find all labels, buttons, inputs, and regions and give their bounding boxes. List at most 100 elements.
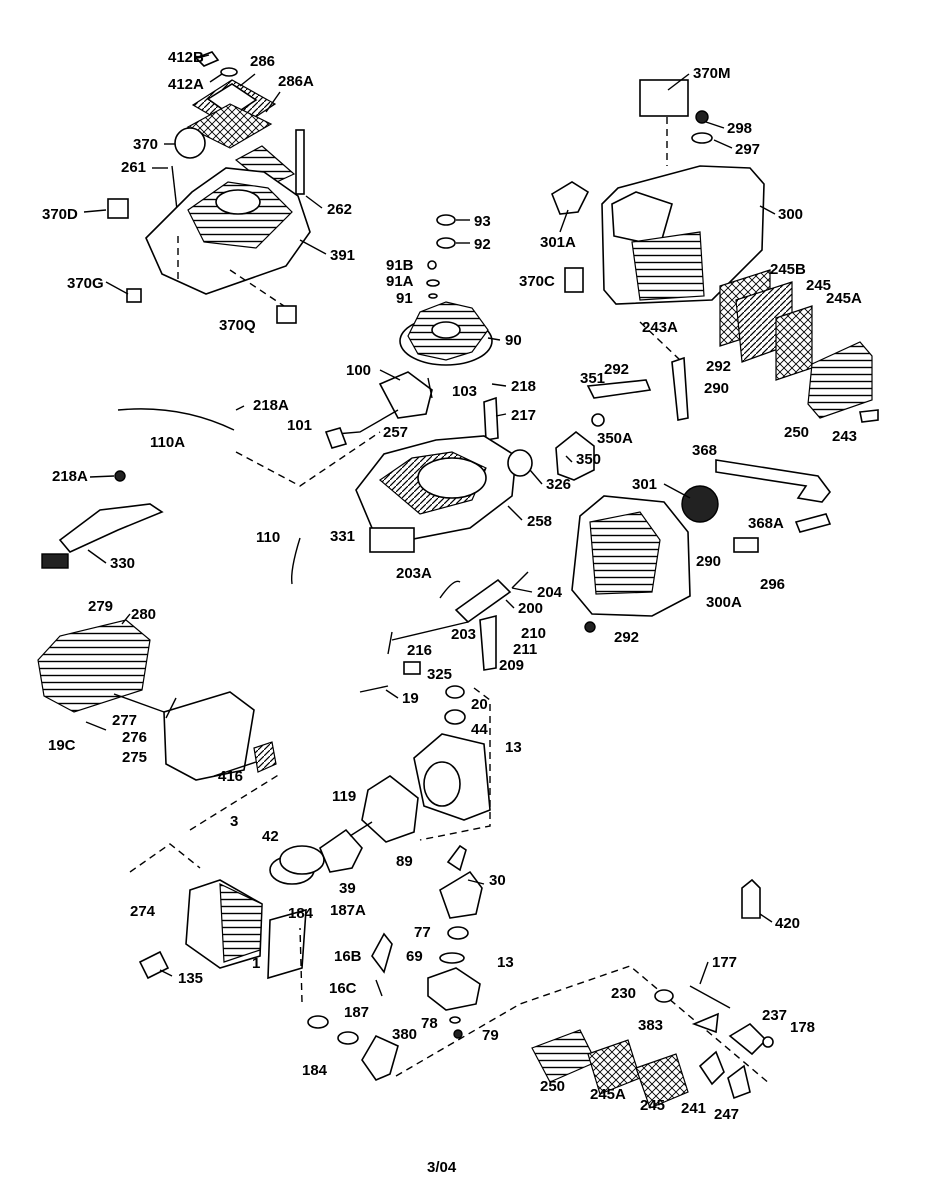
label-216: 216: [407, 642, 432, 659]
label-290-a: 290: [704, 380, 729, 397]
label-370M: 370M: [693, 65, 731, 82]
label-19: 19: [402, 690, 419, 707]
label-280: 280: [131, 606, 156, 623]
label-286A: 286A: [278, 73, 314, 90]
label-258: 258: [527, 513, 552, 530]
label-247: 247: [714, 1106, 739, 1123]
label-178: 178: [790, 1019, 815, 1036]
label-245B: 245B: [770, 261, 806, 278]
label-325: 325: [427, 666, 452, 683]
label-100: 100: [346, 362, 371, 379]
label-368: 368: [692, 442, 717, 459]
label-245: 245: [806, 277, 831, 294]
label-203: 203: [451, 626, 476, 643]
label-90: 90: [505, 332, 522, 349]
linkage-group: [359, 571, 529, 693]
label-370D: 370D: [42, 206, 78, 223]
label-218A-b: 218A: [52, 468, 88, 485]
label-276: 276: [122, 729, 147, 746]
label-39: 39: [339, 880, 356, 897]
label-275: 275: [122, 749, 147, 766]
label-380: 380: [392, 1026, 417, 1043]
label-30: 30: [489, 872, 506, 889]
page-footer: 3/04: [427, 1159, 457, 1176]
label-261: 261: [121, 159, 146, 176]
part-labels: 412B 412A 286 286A 370 261 262 370D 391 …: [42, 49, 862, 1176]
label-200: 200: [518, 600, 543, 617]
label-368A: 368A: [748, 515, 784, 532]
label-218A-a: 218A: [253, 397, 289, 414]
label-89: 89: [396, 853, 413, 870]
label-217: 217: [511, 407, 536, 424]
label-103: 103: [452, 383, 477, 400]
label-290-b: 290: [696, 553, 721, 570]
label-262: 262: [327, 201, 352, 218]
label-237: 237: [762, 1007, 787, 1024]
label-210: 210: [521, 625, 546, 642]
label-331: 331: [330, 528, 355, 545]
label-279: 279: [88, 598, 113, 615]
label-184-b: 184: [302, 1062, 328, 1079]
label-91A: 91A: [386, 273, 414, 290]
label-370G: 370G: [67, 275, 104, 292]
label-203A: 203A: [396, 565, 432, 582]
label-110: 110: [256, 529, 280, 546]
label-42: 42: [262, 828, 279, 845]
label-77: 77: [414, 924, 431, 941]
label-187: 187: [344, 1004, 369, 1021]
label-286: 286: [250, 53, 275, 70]
fuel-tank-lower-group: [571, 459, 832, 633]
label-91: 91: [396, 290, 413, 307]
label-13-b: 13: [497, 954, 514, 971]
label-274: 274: [130, 903, 156, 920]
label-300A: 300A: [706, 594, 742, 611]
label-119: 119: [332, 788, 356, 805]
label-351: 351: [580, 370, 605, 387]
label-301A: 301A: [540, 234, 576, 251]
label-3: 3: [230, 813, 238, 830]
air-filter-group: [531, 878, 774, 1109]
label-245-b: 245: [640, 1097, 665, 1114]
muffler-group: [37, 619, 277, 781]
label-391: 391: [330, 247, 355, 264]
label-16B: 16B: [334, 948, 362, 965]
air-cleaner-cover-group: [107, 51, 311, 324]
label-91B: 91B: [386, 257, 414, 274]
label-297: 297: [735, 141, 760, 158]
label-350A: 350A: [597, 430, 633, 447]
fuel-tank-group: [551, 79, 879, 423]
label-300: 300: [778, 206, 803, 223]
label-79: 79: [482, 1027, 499, 1044]
leader-lines: [83, 54, 776, 985]
label-301: 301: [632, 476, 657, 493]
label-69: 69: [406, 948, 423, 965]
label-257: 257: [383, 424, 408, 441]
label-326: 326: [546, 476, 571, 493]
label-19C: 19C: [48, 737, 76, 754]
label-177: 177: [712, 954, 737, 971]
label-241: 241: [681, 1100, 706, 1117]
label-93: 93: [474, 213, 491, 230]
label-110A: 110A: [150, 434, 185, 451]
label-330: 330: [110, 555, 135, 572]
label-250-b: 250: [540, 1078, 565, 1095]
label-298: 298: [727, 120, 752, 137]
label-412A: 412A: [168, 76, 204, 93]
label-187A: 187A: [330, 902, 366, 919]
label-204: 204: [537, 584, 563, 601]
wire-lines: [41, 408, 381, 585]
label-44: 44: [471, 721, 488, 738]
label-245A: 245A: [826, 290, 862, 307]
label-292-c: 292: [614, 629, 639, 646]
label-101: 101: [287, 417, 312, 434]
label-211: 211: [513, 641, 537, 658]
label-296: 296: [760, 576, 785, 593]
label-250-a: 250: [784, 424, 809, 441]
label-135: 135: [178, 970, 203, 987]
cylinder-crank-group: [129, 685, 491, 980]
label-292-b: 292: [604, 361, 629, 378]
label-16C: 16C: [329, 980, 357, 997]
label-1: 1: [252, 955, 260, 972]
label-245A-b: 245A: [590, 1086, 626, 1103]
label-209: 209: [499, 657, 524, 674]
